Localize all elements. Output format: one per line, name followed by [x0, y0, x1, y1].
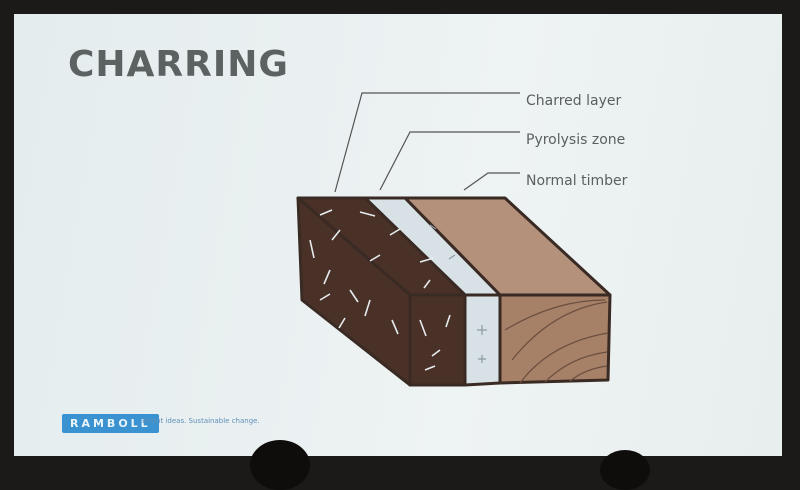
front-pyrolysis	[463, 293, 502, 387]
timber-charring-diagram	[296, 92, 612, 387]
charred-leader	[334, 92, 520, 193]
front-normal	[498, 293, 612, 385]
wood-grain	[504, 299, 609, 384]
slide-title: CHARRING	[68, 44, 289, 85]
logo-tagline: Bright ideas. Sustainable change.	[142, 417, 260, 425]
label-charred-layer: Charred layer	[526, 93, 622, 109]
leader-lines	[334, 92, 520, 193]
ramboll-logo: RAMBOLL	[62, 414, 159, 433]
presentation-slide: CHARRING Charred layer Pyrolysis zone No…	[14, 14, 782, 456]
normal-leader	[463, 172, 520, 191]
char-cracks	[309, 209, 451, 371]
front-charred	[408, 293, 467, 387]
audience-head-silhouette	[250, 440, 310, 490]
label-normal-timber: Normal timber	[526, 173, 628, 189]
pyrolysis-marks	[429, 224, 487, 363]
pyrolysis-leader	[379, 131, 520, 191]
label-pyrolysis-zone: Pyrolysis zone	[526, 132, 626, 148]
audience-head-silhouette	[600, 450, 650, 490]
